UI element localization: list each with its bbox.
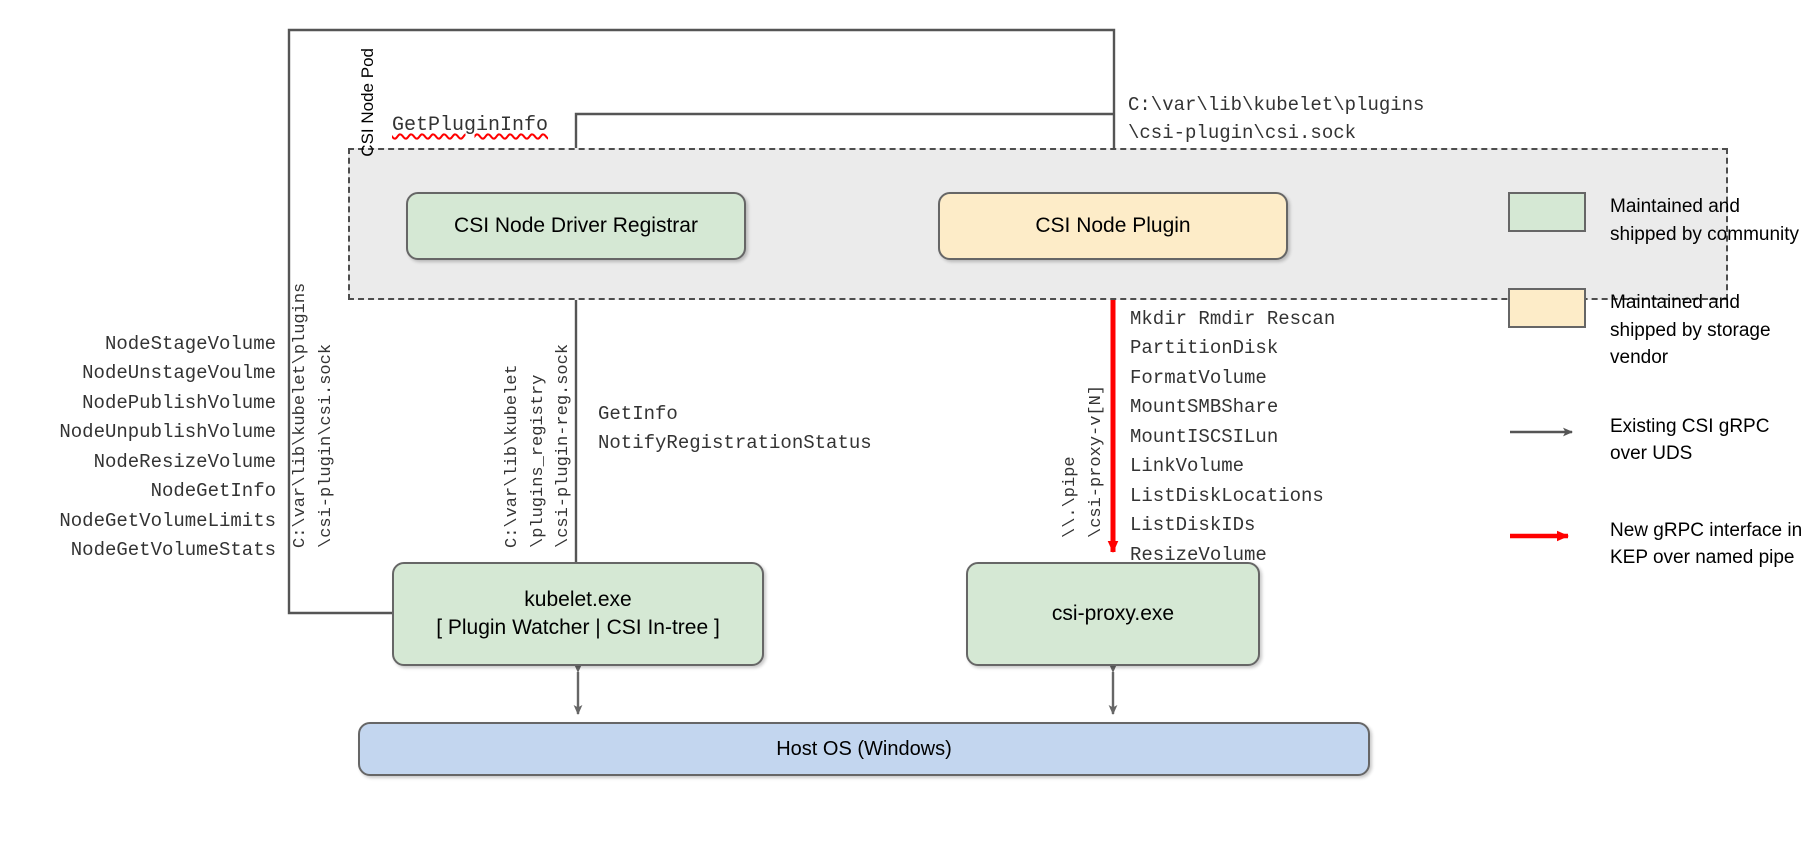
csi-proxy-exe-box[interactable]: csi-proxy.exe <box>966 562 1260 666</box>
csi-node-plugin-box[interactable]: CSI Node Plugin <box>938 192 1288 260</box>
csi-node-plugin-label: CSI Node Plugin <box>1035 213 1191 237</box>
kubelet-exe-title: kubelet.exe <box>524 587 632 611</box>
legend-item-new-grpc: New gRPC interface in KEP over named pip… <box>1508 516 1808 572</box>
gray-arrow-icon <box>1508 412 1586 452</box>
csi-sock-path-label: C:\var\lib\kubelet\plugins \csi-plugin\c… <box>1128 94 1425 144</box>
legend-label-vendor: Maintained and shipped by storage vendor <box>1610 292 1771 369</box>
legend-item-existing-grpc: Existing CSI gRPC over UDS <box>1508 412 1808 468</box>
node-csi-driver-registrar-label: CSI Node Driver Registrar <box>454 213 698 237</box>
registration-rpc-list: GetInfo NotifyRegistrationStatus <box>598 403 872 455</box>
legend-label-existing-grpc: Existing CSI gRPC over UDS <box>1610 415 1770 465</box>
red-arrow-icon <box>1508 516 1586 556</box>
node-service-rpc-list: NodeStageVolume NodeUnstageVoulme NodePu… <box>59 333 276 562</box>
legend-item-vendor: Maintained and shipped by storage vendor <box>1508 288 1808 372</box>
node-csi-driver-registrar-box[interactable]: CSI Node Driver Registrar <box>406 192 746 260</box>
get-plugin-info-label: GetPluginInfo <box>392 114 549 137</box>
kubelet-exe-subtitle: [ Plugin Watcher | CSI In-tree ] <box>436 616 720 639</box>
legend: Maintained and shipped by community Main… <box>1508 192 1808 612</box>
legend-item-community: Maintained and shipped by community <box>1508 192 1808 248</box>
legend-swatch-yellow-icon <box>1508 288 1586 329</box>
legend-label-new-grpc: New gRPC interface in KEP over named pip… <box>1610 519 1803 569</box>
legend-swatch-green-icon <box>1508 192 1586 232</box>
kubelet-exe-box[interactable]: kubelet.exe [ Plugin Watcher | CSI In-tr… <box>392 562 764 666</box>
legend-label-community: Maintained and shipped by community <box>1610 196 1800 245</box>
csi-proxy-api-list: Mkdir Rmdir Rescan PartitionDisk FormatV… <box>1130 308 1336 566</box>
csi-node-pod-label: CSI Node Pod <box>358 48 377 157</box>
plugins-registry-vertical-path-label: C:\var\lib\kubelet \plugins_registry \cs… <box>503 343 573 548</box>
host-os-box[interactable]: Host OS (Windows) <box>358 722 1370 776</box>
host-os-label: Host OS (Windows) <box>776 737 952 760</box>
named-pipe-vertical-path-label: \\.\pipe \csi-proxy-v[N] <box>1061 384 1106 538</box>
csi-proxy-exe-label: csi-proxy.exe <box>1051 601 1175 625</box>
csi-sock-vertical-path-label: C:\var\lib\kubelet\plugins \csi-plugin\c… <box>291 282 336 548</box>
